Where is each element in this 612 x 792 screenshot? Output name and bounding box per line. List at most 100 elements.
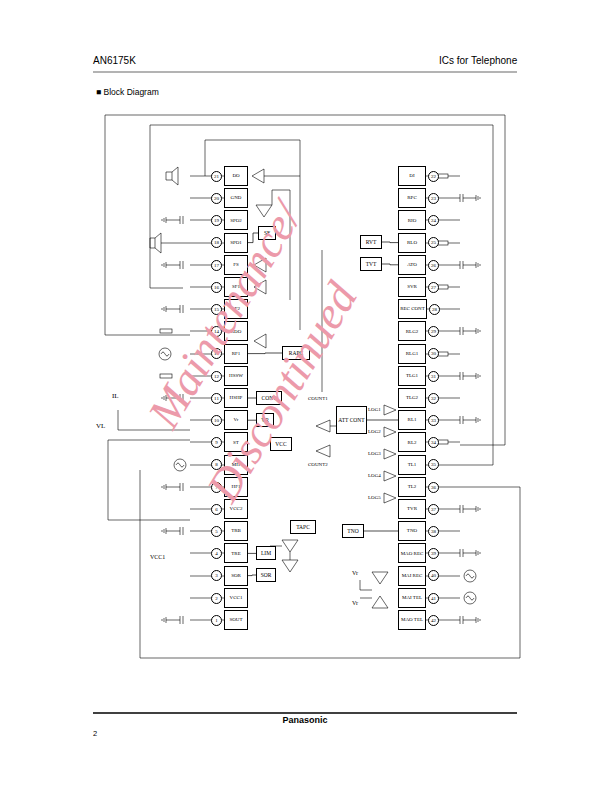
pin-number: 33	[428, 415, 439, 426]
pin-number: 41	[428, 593, 439, 604]
connector-wire	[382, 264, 398, 266]
pin-name: HSHP	[230, 395, 243, 401]
pin-number: 26	[428, 260, 439, 271]
pin-name: GND	[231, 195, 242, 201]
pin-box: RPC23	[398, 188, 426, 208]
pin-name: RLG1	[406, 351, 419, 357]
signal-name: Vr	[352, 600, 358, 607]
pin-name: RVT	[366, 239, 377, 245]
function-block: TVT	[360, 257, 382, 271]
pin-box: TLG131	[398, 366, 426, 386]
pin-number: 5	[211, 526, 222, 537]
pin-box: HSSW12	[224, 366, 248, 386]
pin-number: 6	[211, 504, 222, 515]
pin-name: VCC1	[230, 595, 243, 601]
pin-number: 17	[211, 260, 222, 271]
amplifier-triangle	[384, 449, 396, 459]
amplifier-triangle	[372, 596, 388, 608]
pin-name: REC CONT	[400, 306, 425, 312]
capacitor-symbols	[162, 194, 480, 624]
pin-name: ATT CONT	[338, 417, 364, 423]
pin-box: SOR3	[224, 566, 248, 586]
pin-number: 28	[429, 304, 440, 315]
pin-name: SVR	[407, 284, 417, 290]
pin-box: SPO219	[224, 210, 248, 230]
brand-name: Panasonic	[283, 716, 328, 726]
pin-name: RLG2	[406, 329, 419, 335]
pin-box: RLO25	[398, 233, 426, 253]
pin-name: SOUT	[229, 617, 242, 623]
pin-number: 21	[211, 171, 222, 182]
pin-box: MAI REC40	[398, 566, 426, 586]
outer-wires	[105, 115, 520, 658]
connector-wire	[364, 531, 398, 532]
function-block: LIM	[256, 546, 276, 560]
pin-number: 36	[428, 482, 439, 493]
pin-box: TLG232	[398, 388, 426, 408]
pin-name: TL1	[408, 462, 417, 468]
pin-name: MAO REC	[401, 551, 424, 557]
connector-wire	[248, 553, 256, 554]
pin-box: TRE4	[224, 543, 248, 563]
signal-name: VCC1	[150, 554, 165, 561]
pin-name: DO	[232, 173, 239, 179]
amplifier-triangle	[254, 334, 266, 348]
pin-number: 19	[211, 215, 222, 226]
pin-box: GND20	[224, 188, 248, 208]
pin-name: TLG1	[406, 373, 418, 379]
pin-name: TRE	[231, 551, 240, 557]
pin-number: 32	[428, 393, 439, 404]
pin-name: RL1	[408, 417, 417, 423]
pin-number: 20	[211, 193, 222, 204]
pin-number: 24	[428, 215, 439, 226]
block-name: LOG1	[368, 407, 381, 413]
speaker-symbol	[150, 167, 190, 253]
pin-box: MAO TEL42	[398, 610, 426, 630]
right-pin-stubs	[426, 176, 460, 620]
pin-box: MAI TEL41	[398, 588, 426, 608]
block-name: COUNT1	[308, 396, 328, 402]
function-block: TNO	[342, 524, 364, 538]
pin-box: DO21	[224, 166, 248, 186]
pin-name: LIM	[261, 550, 271, 556]
connector-wire	[382, 242, 398, 244]
amplifier-triangle	[316, 420, 330, 432]
pin-name: TLG2	[406, 395, 418, 401]
amplifier-triangle	[384, 405, 396, 415]
part-number: AN6175K	[93, 55, 136, 66]
pin-name: TVR	[407, 506, 417, 512]
pin-name: RPC	[407, 195, 416, 201]
block-name: LOG2	[368, 429, 381, 435]
wires	[93, 72, 520, 713]
pin-name: TNO	[407, 528, 417, 534]
pin-name: TNO	[347, 528, 358, 534]
function-block: RVT	[360, 235, 382, 249]
pin-box: DI22	[398, 166, 426, 186]
pin-number: 25	[428, 237, 439, 248]
pin-number: 35	[428, 459, 439, 470]
pin-box: SVR27	[398, 277, 426, 297]
footer-rule	[93, 712, 517, 713]
pin-name: TVT	[366, 261, 377, 267]
pin-name: HSSW	[229, 373, 243, 379]
amplifier-triangle	[316, 445, 330, 457]
connector-wire	[367, 420, 398, 421]
header-rule	[93, 72, 517, 73]
pin-name: SOR	[261, 572, 272, 578]
pin-name: TL2	[408, 484, 417, 490]
pin-name: SOR	[231, 573, 241, 579]
connector-wire	[248, 575, 256, 577]
signal-name: Vr	[352, 570, 358, 577]
pin-box: ATO26	[398, 255, 426, 275]
pin-box: TNO38	[398, 521, 426, 541]
page-number: 2	[93, 730, 97, 738]
pin-number: 39	[428, 548, 439, 559]
pin-number: 4	[211, 548, 222, 559]
function-block: SOR	[256, 568, 276, 582]
signal-name: IL	[112, 393, 119, 401]
amplifier-triangle	[282, 560, 298, 572]
pin-box: TVR37	[398, 499, 426, 519]
pin-name: RL2	[408, 440, 417, 446]
resistor-symbol	[160, 329, 172, 333]
pin-box: TL236	[398, 477, 426, 497]
